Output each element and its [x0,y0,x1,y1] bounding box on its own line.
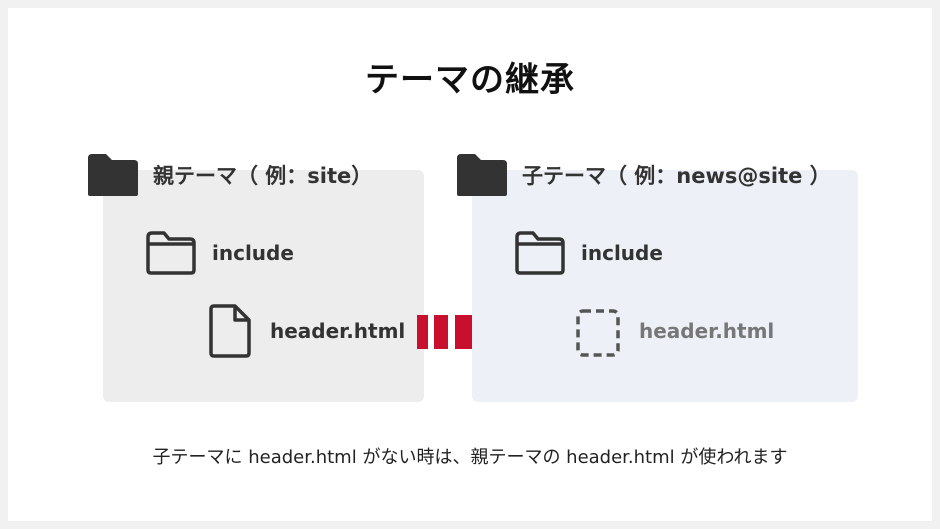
child-include-label: include [581,241,663,265]
parent-folder-icon [88,154,138,196]
parent-theme-panel [103,170,424,402]
child-include-folder-icon [515,231,565,275]
child-file-label: header.html [639,319,775,343]
parent-include-label: include [212,241,294,265]
missing-file-icon [576,309,620,357]
parent-theme-label: 親テーマ（ 例：site） [153,164,373,188]
page-title: テーマの継承 [365,60,575,100]
child-theme-label: 子テーマ（ 例：news@site ） [522,164,831,188]
parent-file-icon [209,304,251,358]
child-theme-panel [472,170,858,402]
caption-text: 子テーマに header.html がない時は、親テーマの header.htm… [152,447,788,468]
parent-include-folder-icon [146,231,196,275]
child-folder-icon [457,154,507,196]
parent-file-label: header.html [270,319,406,343]
